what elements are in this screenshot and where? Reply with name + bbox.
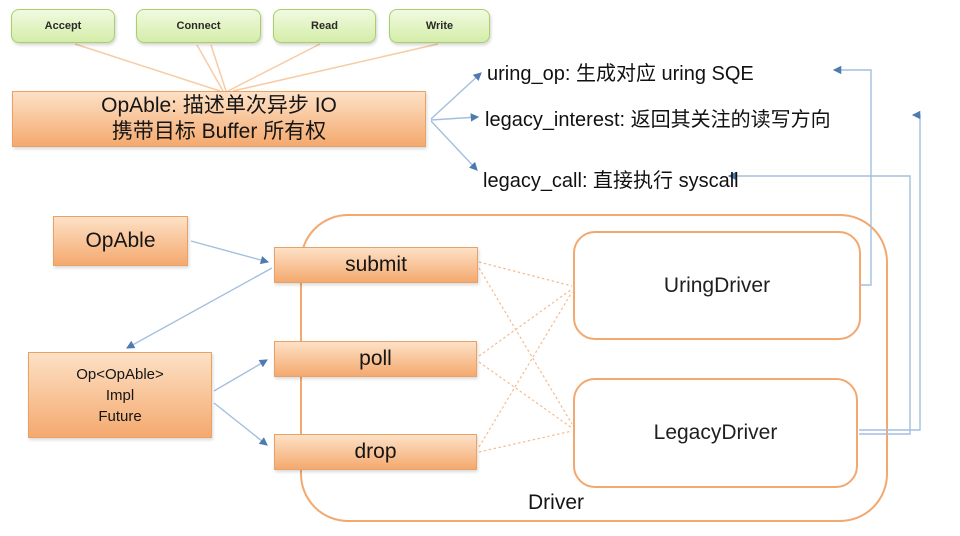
- arrow-op-impl-to-drop: [213, 402, 268, 446]
- op-impl-line1: Op<OpAble>: [76, 365, 164, 383]
- op-box-accept: Accept: [11, 9, 115, 43]
- line-connect-to-opable: [196, 44, 224, 92]
- op-box-write-label: Write: [425, 20, 454, 32]
- submit-label: submit: [345, 253, 407, 276]
- arrow-opable-to-uring-op: [430, 72, 482, 120]
- line-poll-to-uringdriver: [478, 288, 573, 357]
- line-submit-to-uringdriver: [478, 261, 573, 287]
- uring-driver-box: UringDriver: [573, 231, 861, 340]
- arrow-opable-to-submit: [190, 240, 270, 265]
- arrow-submit-to-op-impl: [126, 267, 273, 349]
- line-drop-to-uringdriver: [478, 291, 573, 448]
- line-write-to-opable: [232, 43, 439, 92]
- method-legacy-interest: legacy_interest: 返回其关注的读写方向: [485, 109, 831, 131]
- op-box-accept-label: Accept: [44, 20, 82, 32]
- legacy-driver-label: LegacyDriver: [653, 421, 778, 444]
- op-box-read: Read: [273, 9, 376, 43]
- arrow-opable-to-legacy-interest: [430, 113, 480, 122]
- drop-box: drop: [274, 434, 477, 470]
- arrow-op-impl-to-poll: [213, 359, 268, 392]
- op-impl-line3: Future: [98, 407, 142, 425]
- arrow-uringdriver-to-uring-op: [832, 65, 872, 286]
- opable-box: OpAble: [53, 216, 188, 266]
- opable-description-box: OpAble: 描述单次异步 IO 携带目标 Buffer 所有权: [12, 91, 426, 147]
- legacy-driver-box: LegacyDriver: [573, 378, 858, 488]
- op-box-read-label: Read: [311, 20, 338, 32]
- opable-box-label: OpAble: [85, 229, 156, 252]
- uring-driver-label: UringDriver: [663, 273, 771, 297]
- line-drop-to-legacydriver: [478, 430, 573, 453]
- line-accept-to-opable: [74, 43, 221, 92]
- op-impl-line2: Impl: [105, 386, 135, 404]
- arrow-opable-to-legacy-call: [430, 120, 478, 171]
- opable-description-line2: 携带目标 Buffer 所有权: [111, 120, 327, 143]
- poll-box: poll: [274, 341, 477, 377]
- poll-label: poll: [359, 347, 392, 370]
- op-box-write: Write: [389, 9, 490, 43]
- arrow-legacydriver-to-legacy-interest: [859, 110, 921, 431]
- submit-box: submit: [274, 247, 478, 283]
- op-box-connect-label: Connect: [176, 20, 221, 32]
- op-impl-future-box: Op<OpAble> Impl Future: [28, 352, 212, 438]
- line-read-to-opable: [227, 43, 321, 92]
- arrow-legacydriver-to-legacy-call: [727, 171, 911, 435]
- opable-description-line1: OpAble: 描述单次异步 IO: [101, 94, 337, 117]
- drop-label: drop: [354, 440, 397, 463]
- method-uring-op: uring_op: 生成对应 uring SQE: [487, 63, 754, 85]
- method-legacy-call: legacy_call: 直接执行 syscall: [483, 170, 739, 192]
- line-submit-to-legacydriver: [478, 267, 573, 425]
- line-connect2-to-opable: [210, 44, 227, 92]
- line-poll-to-legacydriver: [478, 361, 573, 429]
- driver-container-label: Driver: [528, 491, 584, 514]
- op-box-connect: Connect: [136, 9, 261, 43]
